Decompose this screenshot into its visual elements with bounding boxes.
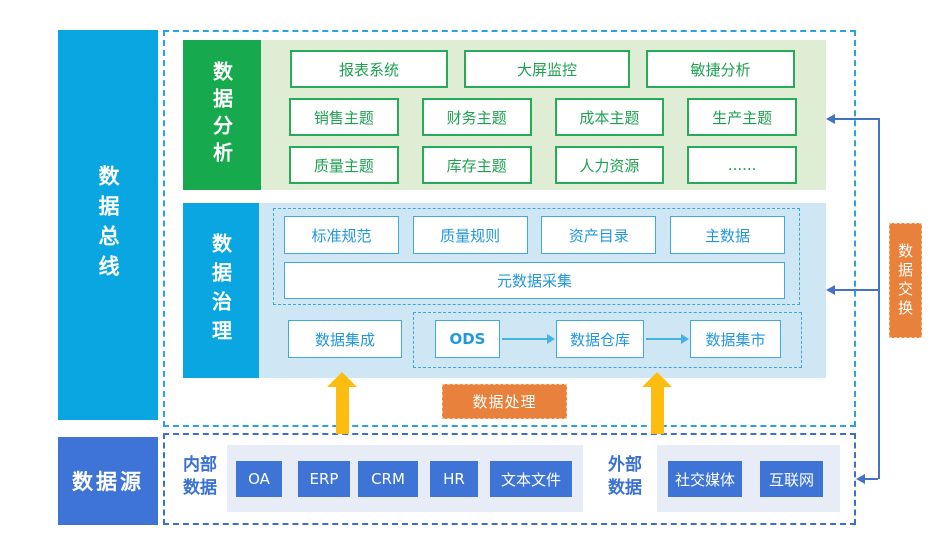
data-analysis-section-label: 数据分析 <box>183 40 261 190</box>
dashboard-monitor-box: 大屏监控 <box>464 50 630 88</box>
internet-box: 互联网 <box>760 461 823 497</box>
analysis-row-topics-2: 质量主题 库存主题 人力资源 ...... <box>289 146 797 184</box>
sources-dashed-container <box>163 433 856 525</box>
data-integration-box: 数据集成 <box>288 320 402 358</box>
report-system-box: 报表系统 <box>290 50 448 88</box>
sales-topic-box: 销售主题 <box>289 98 399 136</box>
exchange-connector-middle-line <box>834 289 878 291</box>
left-arrowhead-top-icon <box>826 114 835 124</box>
exchange-connector-vertical-line <box>878 118 880 479</box>
data-governance-section-label: 数据治理 <box>183 203 259 378</box>
standard-spec-box: 标准规范 <box>284 216 399 254</box>
cost-topic-box: 成本主题 <box>554 98 665 136</box>
erp-box: ERP <box>298 461 350 497</box>
quality-rule-box: 质量规则 <box>412 216 528 254</box>
data-bus-label: 数据总线 <box>96 165 120 285</box>
left-arrowhead-bottom-icon <box>856 474 865 484</box>
data-governance-section: 标准规范 质量规则 资产目录 主数据 元数据采集 数据集成 ODS 数据仓库 数… <box>259 203 826 378</box>
metadata-collection-box: 元数据采集 <box>284 262 785 299</box>
internal-data-label: 内部数据 <box>183 455 217 498</box>
data-processing-box: 数据处理 <box>442 384 567 419</box>
external-data-strip: 社交媒体 互联网 <box>657 445 840 512</box>
main-dashed-container <box>163 30 856 427</box>
more-topics-box: ...... <box>687 146 797 184</box>
analysis-row-apps: 报表系统 大屏监控 敏捷分析 <box>290 50 796 88</box>
ods-box: ODS <box>435 320 500 358</box>
data-source-box: 数据源 <box>58 437 158 525</box>
hr-topic-box: 人力资源 <box>554 146 665 184</box>
crm-box: CRM <box>358 461 418 497</box>
up-arrow-external-icon <box>642 372 672 434</box>
agile-analysis-box: 敏捷分析 <box>646 50 795 88</box>
internal-data-strip: OA ERP CRM HR 文本文件 <box>227 445 583 512</box>
data-source-label: 数据源 <box>72 470 144 494</box>
data-warehouse-box: 数据仓库 <box>556 320 644 358</box>
left-arrowhead-middle-icon <box>826 285 835 295</box>
hr-box: HR <box>430 461 478 497</box>
flow-arrow-ods-to-warehouse <box>502 334 555 344</box>
social-media-box: 社交媒体 <box>668 461 742 497</box>
flow-arrow-warehouse-to-mart <box>646 334 689 344</box>
analysis-row-topics-1: 销售主题 财务主题 成本主题 生产主题 <box>289 98 797 136</box>
exchange-connector-bottom-line <box>864 478 878 480</box>
text-file-box: 文本文件 <box>490 461 572 497</box>
external-data-label: 外部数据 <box>608 455 642 498</box>
up-arrow-internal-icon <box>327 372 357 434</box>
exchange-connector-top-line <box>834 118 878 120</box>
warehouse-flow-group: ODS 数据仓库 数据集市 <box>413 312 802 368</box>
data-analysis-section: 报表系统 大屏监控 敏捷分析 销售主题 财务主题 成本主题 生产主题 质量主题 … <box>261 40 826 190</box>
inventory-topic-box: 库存主题 <box>421 146 532 184</box>
quality-topic-box: 质量主题 <box>289 146 399 184</box>
governance-rules-row: 标准规范 质量规则 资产目录 主数据 <box>284 216 785 254</box>
finance-topic-box: 财务主题 <box>421 98 532 136</box>
data-mart-box: 数据集市 <box>690 320 781 358</box>
data-exchange-box: 数据交换 <box>889 223 922 338</box>
master-data-box: 主数据 <box>669 216 785 254</box>
production-topic-box: 生产主题 <box>687 98 797 136</box>
data-bus-bar: 数据总线 <box>58 30 158 420</box>
governance-rules-group: 标准规范 质量规则 资产目录 主数据 元数据采集 <box>273 208 800 305</box>
asset-catalog-box: 资产目录 <box>541 216 657 254</box>
oa-box: OA <box>236 461 282 497</box>
